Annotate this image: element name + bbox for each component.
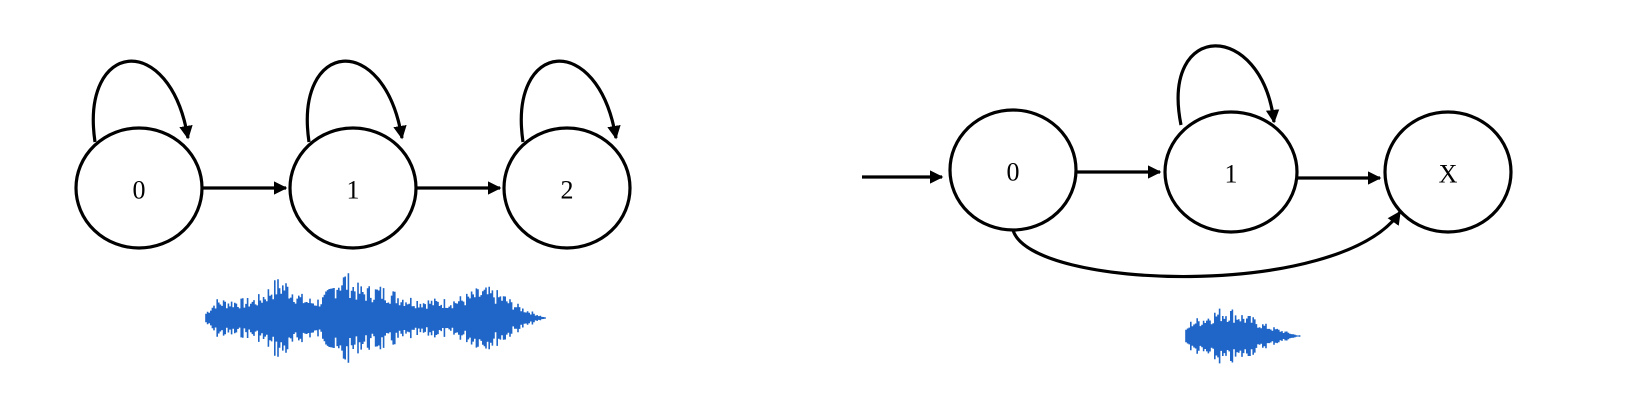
right-state-x: X <box>1383 110 1513 234</box>
left-state-1: 1 <box>288 126 418 250</box>
left-self-loop-0 <box>91 59 193 143</box>
long-waveform-icon <box>205 273 546 363</box>
right-state-0: 0 <box>948 108 1078 232</box>
right-state-x-label: X <box>1439 160 1458 189</box>
right-state-0-label: 0 <box>1007 158 1020 187</box>
short-waveform-icon <box>1185 308 1301 364</box>
left-state-0-label: 0 <box>133 176 146 205</box>
right-state-1-label: 1 <box>1225 160 1238 189</box>
left-state-0: 0 <box>74 126 204 250</box>
right-edge-0-x-skip <box>1011 210 1402 279</box>
left-self-loop-2 <box>519 59 621 143</box>
wave-long-trace <box>205 273 546 363</box>
right-state-1: 1 <box>1163 110 1299 234</box>
left-diagram: 0 1 2 <box>74 59 632 363</box>
left-self-loop-1 <box>305 59 407 143</box>
left-state-2-label: 2 <box>561 176 574 205</box>
left-state-1-label: 1 <box>347 176 360 205</box>
wave-short-trace <box>1185 308 1301 364</box>
left-state-2: 2 <box>502 126 632 250</box>
right-diagram: 0 1 X <box>862 44 1513 364</box>
right-self-loop-1 <box>1176 44 1280 126</box>
